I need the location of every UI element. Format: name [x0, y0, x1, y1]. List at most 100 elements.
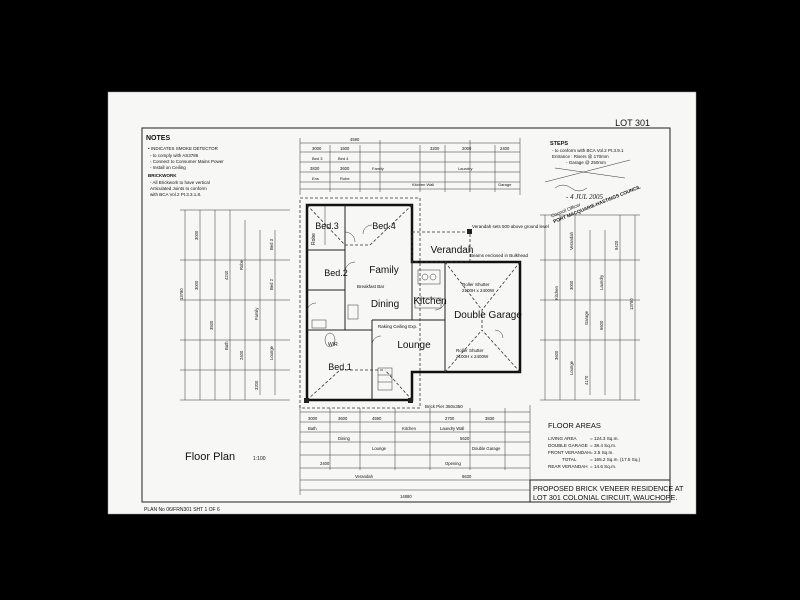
svg-text:3200: 3200	[254, 380, 259, 390]
svg-text:Roller Shutter: Roller Shutter	[462, 282, 490, 287]
svg-text:Bath: Bath	[224, 341, 229, 350]
svg-text:Bed 3: Bed 3	[269, 238, 274, 250]
svg-text:BRICKWORK: BRICKWORK	[148, 173, 177, 178]
svg-text:4590: 4590	[350, 137, 360, 142]
room-bed2: Bed.2	[324, 268, 348, 278]
svg-text:2700: 2700	[445, 416, 455, 421]
bottom-dimension-lines: 3000 3600 4590 2700 3830 Bath Kitchen La…	[299, 405, 531, 499]
svg-text:3830: 3830	[485, 416, 495, 421]
svg-text:3830: 3830	[310, 166, 320, 171]
svg-text:Garage: Garage	[584, 310, 589, 325]
svg-text:9420: 9420	[614, 240, 619, 250]
plan-annotations: Breakfast Bar Raking Ceiling Exp. Roller…	[357, 224, 549, 409]
svg-text:Raking Ceiling Exp.: Raking Ceiling Exp.	[378, 324, 417, 329]
svg-text:Verandah: Verandah	[355, 474, 374, 479]
svg-text:Laundry Wall: Laundry Wall	[440, 426, 464, 431]
entry-steps	[377, 367, 393, 391]
svg-text:5620: 5620	[460, 436, 470, 441]
svg-text:with BCA Vol.2 Pt.3.3.1.8.: with BCA Vol.2 Pt.3.3.1.8.	[150, 192, 201, 197]
svg-text:3200: 3200	[430, 146, 440, 151]
svg-text:Kitchen: Kitchen	[402, 426, 417, 431]
room-bed1: Bed.1	[328, 362, 352, 372]
svg-text:Robe: Robe	[239, 259, 244, 270]
svg-text:3000: 3000	[194, 230, 199, 240]
svg-text:2400: 2400	[500, 146, 510, 151]
svg-text:Brick Pier 350x350: Brick Pier 350x350	[425, 404, 463, 409]
svg-text:Verandah sets 500 above ground: Verandah sets 500 above ground level	[472, 224, 549, 229]
notes-title: NOTES	[146, 135, 170, 142]
svg-text:2400: 2400	[320, 461, 330, 466]
svg-text:- to conform with BCA Vol.2 Pt: - to conform with BCA Vol.2 Pt.3.9.1	[552, 148, 624, 153]
svg-text:Bed 2: Bed 2	[269, 278, 274, 290]
svg-text:- Install on Ceiling: - Install on Ceiling	[150, 165, 186, 170]
svg-text:Ens: Ens	[312, 176, 319, 181]
lot-label: LOT 301	[615, 118, 650, 128]
svg-text:Bed 4: Bed 4	[338, 156, 349, 161]
building-outline	[299, 197, 522, 409]
svg-text:REAR VERANDAH: REAR VERANDAH	[548, 464, 588, 469]
floor-areas-table: FLOOR AREAS LIVING AREA = 124.3 Sq.m. DO…	[548, 421, 641, 469]
svg-text:6630: 6630	[462, 474, 472, 479]
svg-text:- to comply with AS3786: - to comply with AS3786	[150, 153, 199, 158]
room-dining: Dining	[371, 299, 399, 310]
room-garage: Double Garage	[454, 310, 522, 321]
svg-text:= 165.2 Sq.m. (17.5 Sq.): = 165.2 Sq.m. (17.5 Sq.)	[590, 457, 641, 462]
room-wir: WIR	[328, 342, 338, 348]
svg-text:Dining: Dining	[338, 436, 351, 441]
svg-text:3600: 3600	[340, 166, 350, 171]
svg-text:LOT 301 COLONIAL CIRCUIT, WAUC: LOT 301 COLONIAL CIRCUIT, WAUCHOPE.	[533, 493, 677, 502]
bathroom-fixtures	[311, 304, 359, 348]
svg-text:- Garage @ 250mm: - Garage @ 250mm	[566, 160, 606, 165]
svg-text:Laundry: Laundry	[599, 274, 604, 290]
svg-text:4590: 4590	[372, 416, 382, 421]
svg-text:Beams enclosed in Bulkhead: Beams enclosed in Bulkhead	[470, 253, 529, 258]
svg-text:Roller Shutter: Roller Shutter	[456, 348, 484, 353]
svg-text:Lounge: Lounge	[269, 345, 274, 360]
svg-text:Laundry: Laundry	[458, 166, 472, 171]
top-dimension-lines: 4590 3000 1500 3200 2000 2400 Bed 3 Bed …	[299, 137, 521, 195]
steps-block: STEPS - to conform with BCA Vol.2 Pt.3.9…	[550, 141, 624, 165]
room-bed3: Bed.3	[315, 221, 339, 231]
svg-text:6600: 6600	[599, 320, 604, 330]
room-robe: Robe	[311, 233, 317, 245]
svg-text:Opening: Opening	[445, 461, 462, 466]
floor-plan-scale: 1:100	[253, 456, 266, 462]
svg-text:- Connect to Consumer Mains Po: - Connect to Consumer Mains Power	[150, 159, 224, 164]
room-family: Family	[369, 265, 398, 276]
svg-text:DOUBLE GARAGE: DOUBLE GARAGE	[548, 443, 588, 448]
room-labels: Bed.3 Bed.4 Bed.2 Bed.1 Family Dining Ki…	[311, 221, 522, 372]
svg-text:2400: 2400	[239, 350, 244, 360]
svg-text:LIVING AREA: LIVING AREA	[548, 436, 578, 441]
kitchen-fixtures	[414, 269, 442, 309]
svg-text:FRONT VERANDAH: FRONT VERANDAH	[548, 450, 591, 455]
svg-text:= 2.5 Sq.m.: = 2.5 Sq.m.	[590, 450, 614, 455]
svg-text:Family: Family	[254, 307, 259, 320]
svg-text:3600: 3600	[338, 416, 348, 421]
svg-text:Entrance : Risers @ 170mm: Entrance : Risers @ 170mm	[552, 154, 609, 159]
svg-text:Articulated Joints to conform: Articulated Joints to conform	[150, 186, 207, 191]
svg-text:Verandah: Verandah	[569, 231, 574, 250]
svg-text:1500: 1500	[340, 146, 350, 151]
room-kitchen: Kitchen	[413, 296, 446, 307]
room-verandah: Verandah	[431, 245, 474, 256]
svg-text:3500: 3500	[209, 320, 214, 330]
svg-text:3000: 3000	[308, 416, 318, 421]
verandah-outline	[411, 231, 471, 263]
paper-sheet	[108, 92, 696, 514]
svg-text:Kitchen Wall: Kitchen Wall	[412, 182, 434, 187]
room-lounge: Lounge	[397, 340, 431, 351]
svg-text:• INDICATES SMOKE DETECTOR: • INDICATES SMOKE DETECTOR	[148, 146, 219, 151]
svg-text:Breakfast Bar: Breakfast Bar	[357, 284, 385, 289]
right-dimension-lines: 9420 13780 6600 3000 3600 4170 Verandah …	[540, 214, 640, 401]
svg-text:Lounge: Lounge	[372, 446, 387, 451]
floor-plan-title: Floor Plan	[185, 451, 235, 463]
svg-text:Robe: Robe	[340, 176, 350, 181]
plan-number: PLAN No 06/FRN301 SHT 1 OF 6	[144, 507, 220, 513]
svg-text:= 14.6 Sq.m.: = 14.6 Sq.m.	[590, 464, 616, 469]
svg-text:TOTAL: TOTAL	[562, 457, 577, 462]
svg-text:3000: 3000	[569, 280, 574, 290]
svg-text:PROPOSED BRICK VENEER RESIDENC: PROPOSED BRICK VENEER RESIDENCE AT	[533, 484, 684, 493]
svg-text:2100H x 2400W: 2100H x 2400W	[456, 354, 489, 359]
